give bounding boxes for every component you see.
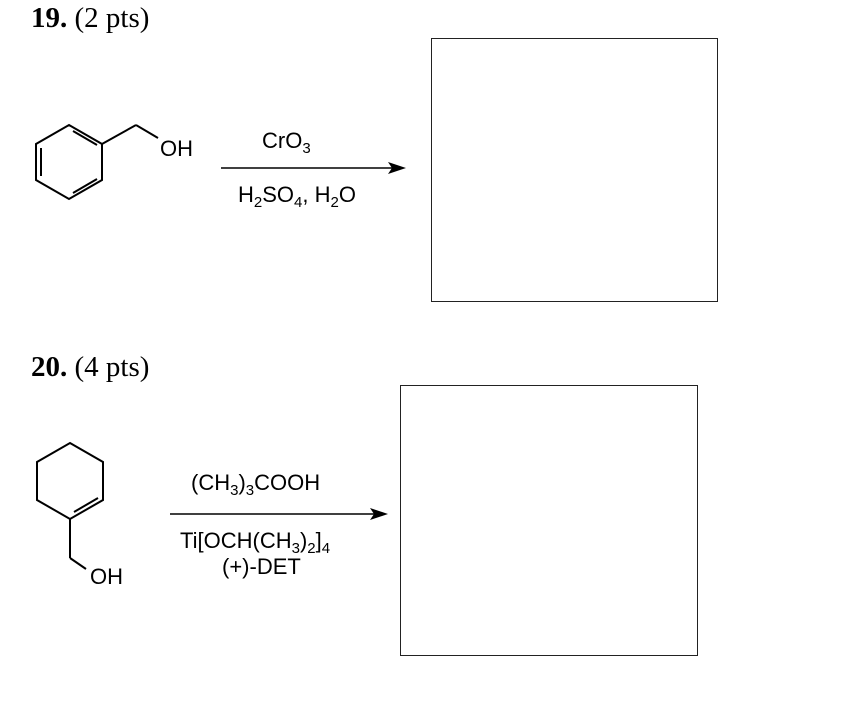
- q20-ra-a-sub: 3: [230, 482, 239, 499]
- q19-heading: 19. (2 pts): [31, 4, 149, 33]
- q20-points: (4 pts): [74, 351, 150, 383]
- q19-benzene-structure: [35, 123, 159, 201]
- q20-heading: 20. (4 pts): [31, 353, 149, 382]
- q19-reagent-above: CrO3: [262, 128, 311, 157]
- q20-rb1-a-sub: 3: [291, 540, 300, 557]
- q19-answer-box[interactable]: [431, 38, 718, 302]
- q20-ra-c: COOH: [254, 470, 321, 495]
- q20-ra-a: (CH: [191, 470, 231, 495]
- q20-answer-box[interactable]: [400, 385, 698, 656]
- q19-reagent-above-sub: 3: [302, 140, 311, 157]
- q19-oh-label: OH: [160, 136, 193, 161]
- q20-ra-b: ): [238, 470, 246, 495]
- q20-rb1-a: Ti[OCH(CH: [180, 528, 292, 553]
- q20-rb1-b: ): [299, 528, 308, 553]
- q20-reaction-arrow: [170, 508, 388, 520]
- q19-reaction-arrow: [221, 162, 406, 174]
- q19-rb-b-sub: 4: [294, 194, 303, 211]
- q20-reagent-below-1: Ti[OCH(CH3)2]4: [180, 528, 330, 557]
- q19-rb-a-sub: 2: [253, 194, 263, 211]
- q19-rb-b: SO: [262, 182, 295, 207]
- q20-cyclohexene-structure: [36, 441, 104, 570]
- q19-reagent-below: H2SO4, H2O: [238, 182, 356, 211]
- q20-rb1-c-sub: 4: [321, 540, 331, 557]
- q20-rb1-c: ]: [315, 528, 322, 553]
- q20-rb1-b-sub: 2: [307, 540, 316, 557]
- q19-rb-c-sub: 2: [330, 194, 339, 211]
- q19-rb-a: H: [238, 182, 254, 207]
- q20-ra-b-sub: 3: [245, 482, 255, 499]
- q20-oh-label: OH: [90, 564, 123, 589]
- q19-rb-d: O: [338, 182, 356, 207]
- q19-rb-c: , H: [302, 182, 331, 207]
- q19-reagent-above-text: CrO: [262, 128, 303, 153]
- q20-number: 20.: [31, 351, 68, 383]
- q19-points: (2 pts): [74, 2, 150, 34]
- q20-reagent-above: (CH3)3COOH: [191, 470, 321, 499]
- q19-number: 19.: [31, 2, 68, 34]
- q20-reagent-below-2: (+)-DET: [222, 554, 301, 579]
